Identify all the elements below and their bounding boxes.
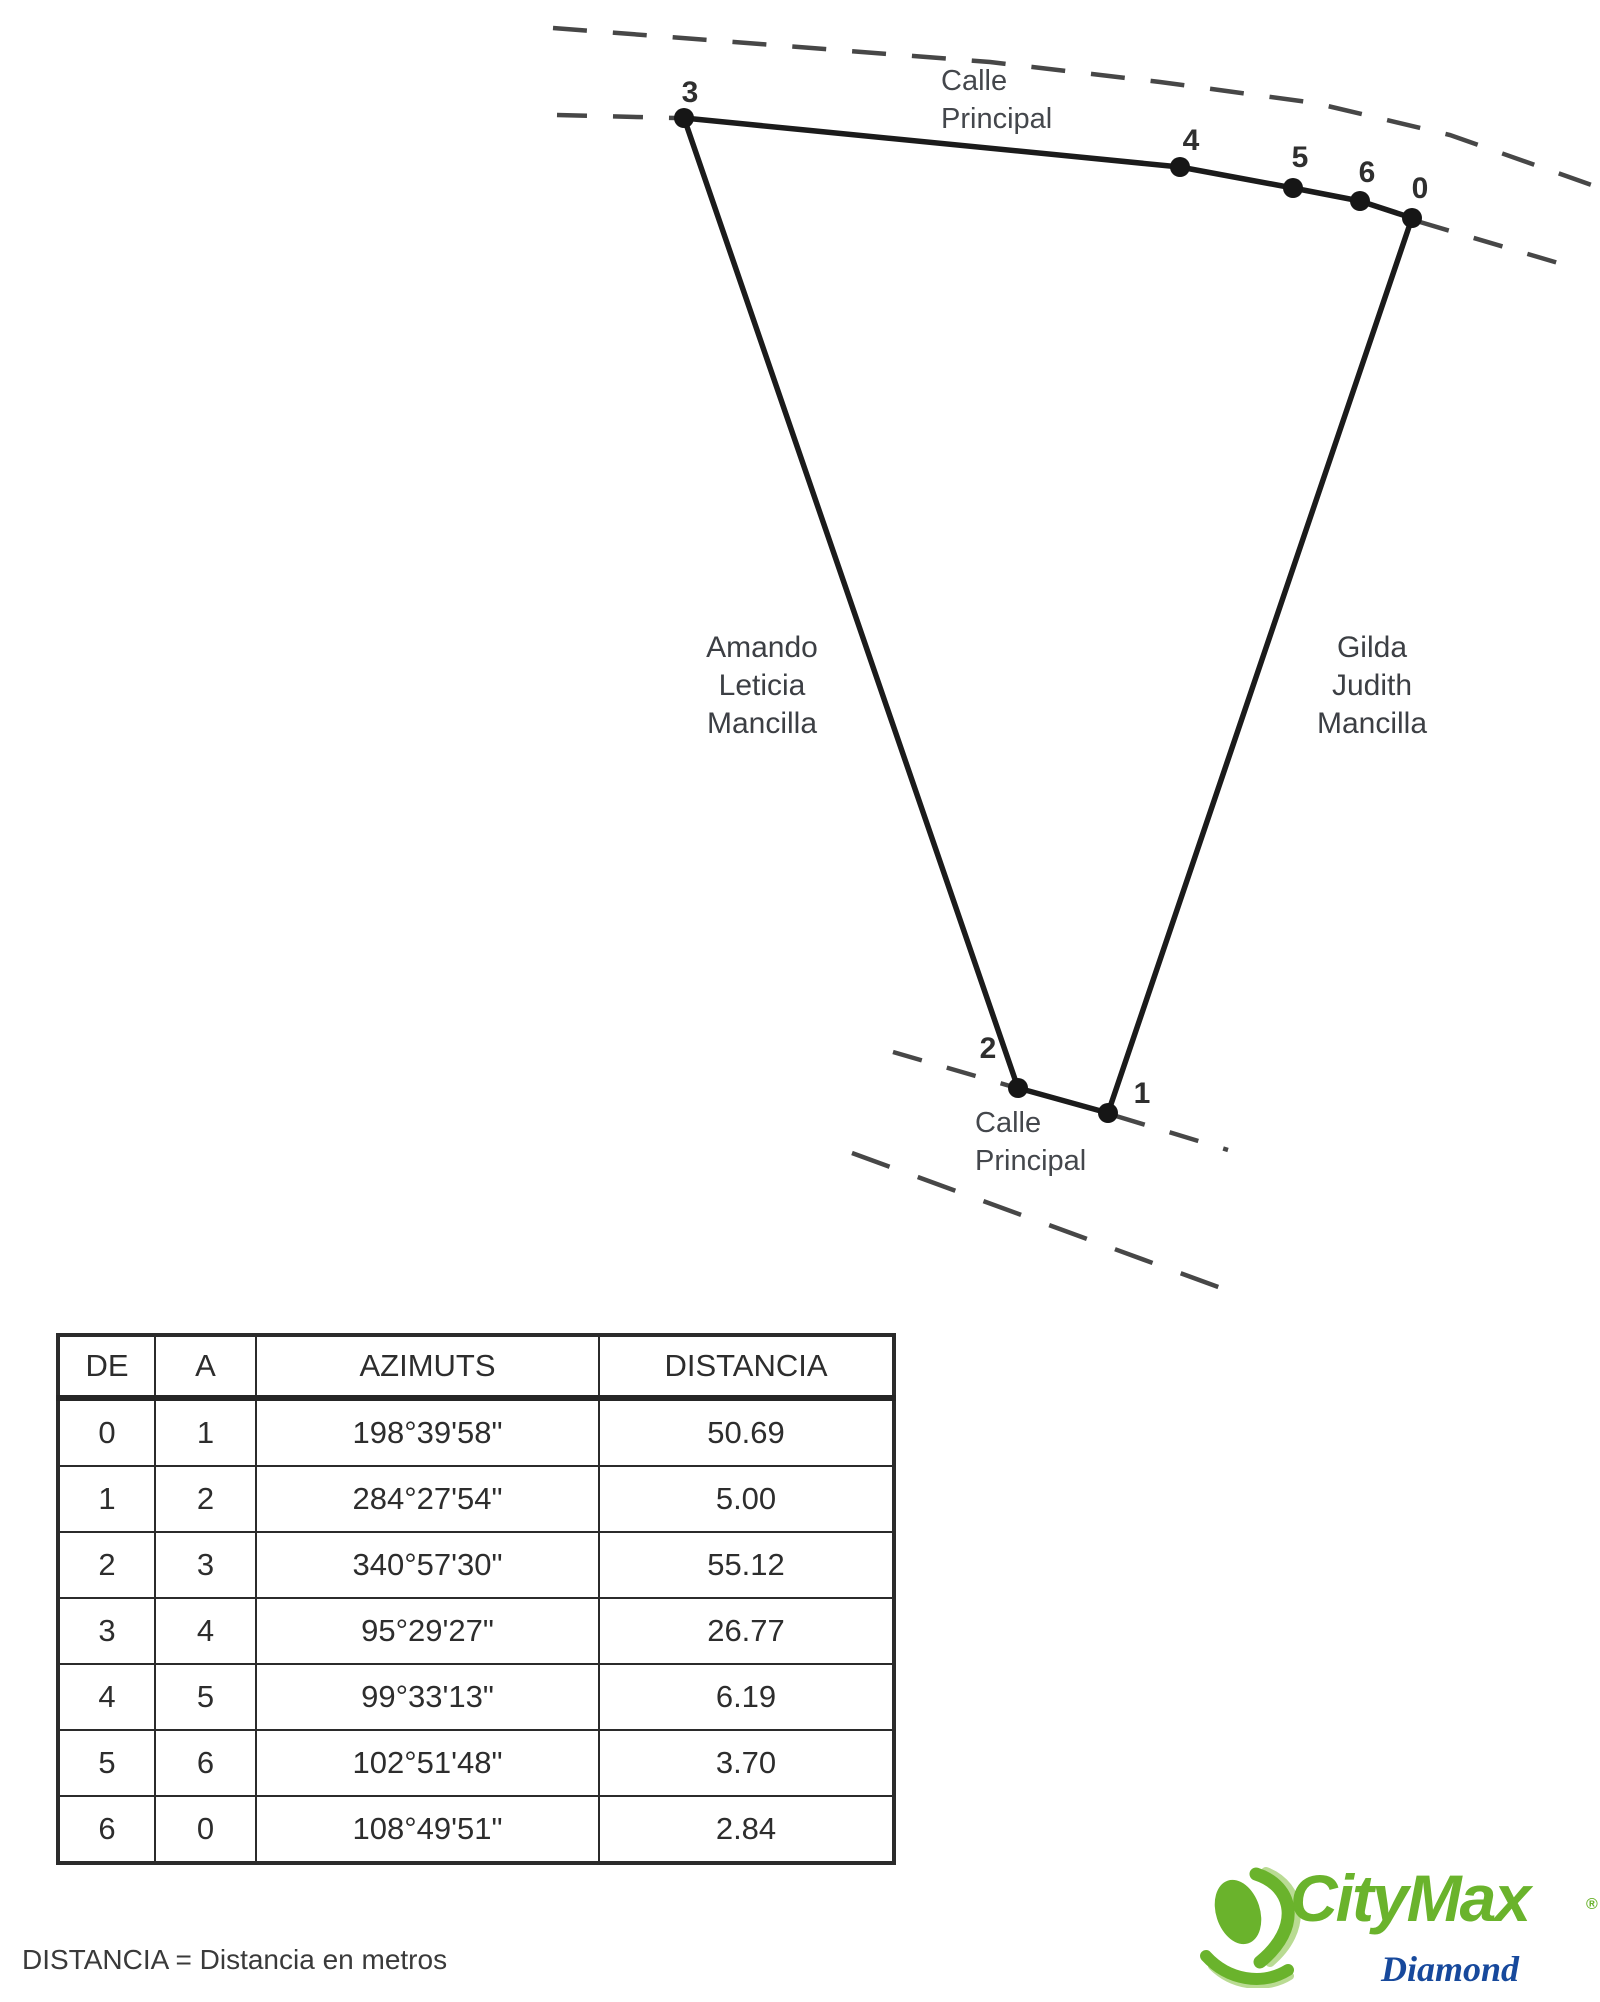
cell-distancia: 50.69 <box>598 1397 895 1467</box>
cell-azimut: 99°33'13" <box>255 1663 600 1731</box>
vertex-dot-6 <box>1350 191 1370 211</box>
owner-label-right: Gilda Judith Mancilla <box>1317 629 1427 743</box>
cell-de: 0 <box>57 1397 156 1467</box>
vertex-label-4: 4 <box>1182 124 1200 157</box>
distance-footnote: DISTANCIA = Distancia en metros <box>22 1944 448 1975</box>
table-row: 3 4 95°29'27" 26.77 <box>57 1597 895 1665</box>
cell-azimut: 198°39'58" <box>255 1397 600 1467</box>
cell-de: 5 <box>57 1729 156 1797</box>
table-row: 6 0 108°49'51" 2.84 <box>57 1795 895 1864</box>
bottom-street-label-line2: Principal <box>975 1145 1087 1177</box>
vertex-label-3: 3 <box>681 76 699 109</box>
cell-a: 4 <box>154 1597 257 1665</box>
owner-left-line2: Leticia <box>718 669 806 702</box>
header-de: DE <box>57 1334 156 1401</box>
top-street-lower-dashed-right <box>1419 219 1576 271</box>
header-azimuts: AZIMUTS <box>255 1334 600 1401</box>
registered-mark: ® <box>1586 1896 1598 1913</box>
bottom-street-label-line1: Calle <box>975 1107 1042 1139</box>
cell-azimut: 108°49'51" <box>255 1795 600 1864</box>
bottom-street-upper-dashed-left <box>892 1049 1011 1089</box>
cell-distancia: 6.19 <box>598 1663 895 1731</box>
cell-de: 2 <box>57 1531 156 1599</box>
owner-right-line1: Gilda <box>1336 631 1408 664</box>
cell-distancia: 2.84 <box>598 1795 895 1864</box>
cell-azimut: 95°29'27" <box>255 1597 600 1665</box>
cell-azimut: 284°27'54" <box>255 1465 600 1533</box>
cell-a: 0 <box>154 1795 257 1864</box>
cell-azimut: 102°51'48" <box>255 1729 600 1797</box>
citymax-diamond-text: Diamond <box>1381 1949 1520 1989</box>
citymax-brand-text: CityMax <box>1290 1861 1531 1935</box>
cell-distancia: 3.70 <box>598 1729 895 1797</box>
bottom-street-label: Calle Principal <box>975 1104 1086 1180</box>
owner-label-left: Amando Leticia Mancilla <box>706 629 818 743</box>
cell-distancia: 5.00 <box>598 1465 895 1533</box>
table-row: 2 3 340°57'30" 55.12 <box>57 1531 895 1599</box>
plat-drawing <box>552 25 1600 1295</box>
bottom-street-upper-dashed-right <box>1115 1113 1229 1153</box>
vertex-dot-5 <box>1283 178 1303 198</box>
cell-a: 5 <box>154 1663 257 1731</box>
cell-azimut: 340°57'30" <box>255 1531 600 1599</box>
vertex-dot-3 <box>674 108 694 128</box>
vertex-label-6: 6 <box>1358 156 1376 189</box>
table-header-row: DE A AZIMUTS DISTANCIA <box>57 1334 895 1401</box>
cell-de: 3 <box>57 1597 156 1665</box>
vertex-label-0: 0 <box>1411 172 1429 205</box>
azimuth-distance-table: DE A AZIMUTS DISTANCIA 0 1 198°39'58" 50… <box>56 1333 896 1865</box>
header-a: A <box>154 1334 257 1401</box>
top-street-upper-dashed-line <box>552 25 1600 191</box>
cell-a: 6 <box>154 1729 257 1797</box>
cell-a: 2 <box>154 1465 257 1533</box>
top-street-label-line1: Calle <box>941 65 1008 97</box>
cell-de: 1 <box>57 1465 156 1533</box>
header-distancia: DISTANCIA <box>598 1334 895 1401</box>
vertex-label-1: 1 <box>1133 1077 1151 1110</box>
cell-de: 4 <box>57 1663 156 1731</box>
vertex-dot-1 <box>1098 1103 1118 1123</box>
table-row: 0 1 198°39'58" 50.69 <box>57 1397 895 1467</box>
vertex-dot-4 <box>1170 157 1190 177</box>
owner-left-line1: Amando <box>706 631 818 664</box>
cell-a: 1 <box>154 1397 257 1467</box>
table-row: 4 5 99°33'13" 6.19 <box>57 1663 895 1731</box>
table-row: 5 6 102°51'48" 3.70 <box>57 1729 895 1797</box>
top-street-label: Calle Principal <box>941 62 1052 138</box>
vertex-dot-0 <box>1402 208 1422 228</box>
owner-left-line3: Mancilla <box>706 707 818 740</box>
cell-distancia: 55.12 <box>598 1531 895 1599</box>
top-street-lower-dashed-left <box>556 112 677 121</box>
parcel-boundary <box>681 115 1415 1116</box>
vertex-label-2: 2 <box>979 1032 997 1065</box>
vertex-label-5: 5 <box>1291 141 1309 174</box>
vertex-dot-2 <box>1008 1078 1028 1098</box>
owner-right-line3: Mancilla <box>1316 707 1428 740</box>
citymax-swoosh-icon <box>1200 1867 1301 1988</box>
owner-right-line2: Judith <box>1331 669 1413 702</box>
cell-distancia: 26.77 <box>598 1597 895 1665</box>
table-row: 1 2 284°27'54" 5.00 <box>57 1465 895 1533</box>
cell-a: 3 <box>154 1531 257 1599</box>
top-street-label-line2: Principal <box>941 103 1053 135</box>
cell-de: 6 <box>57 1795 156 1864</box>
citymax-logo: CityMax ® Diamond <box>1198 1858 1600 1996</box>
